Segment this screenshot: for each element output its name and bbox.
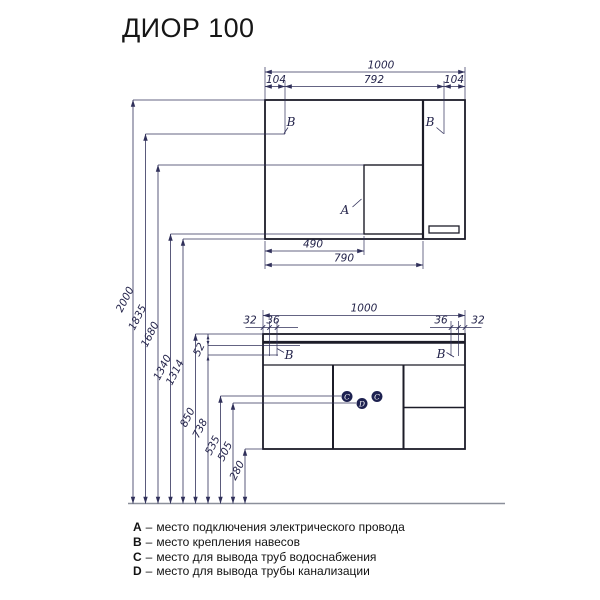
vanity-edge-right-dim: 32 [471, 315, 485, 327]
mirror-width-dim: 1000 [368, 60, 395, 72]
vanity-unit-view [262, 321, 466, 450]
legend: A–место подключения электрического прово… [133, 520, 405, 579]
legend-separator: – [145, 549, 153, 564]
legend-item: D–место для вывода трубы канализации [133, 564, 405, 579]
door-handle [428, 225, 460, 234]
mirror-cabinet-view [264, 81, 466, 240]
legend-item-letter: C [133, 549, 142, 564]
height-dim-label: 2000 [114, 285, 137, 315]
vanity-body [262, 333, 466, 450]
legend-item-text: место для вывода труб водоснабжения [156, 549, 377, 564]
electrical-zone-hatch [363, 164, 424, 235]
hinge-marker-left: B [286, 115, 296, 129]
legend-item-letter: B [133, 534, 142, 549]
mirror-cabinet-body [264, 99, 466, 240]
height-dimensions: 2000 1835 1680 1340 1314 850 738 535 505… [114, 99, 364, 504]
legend-item: B–место крепления навесов [133, 535, 405, 550]
mirror-cabinet-dimensions: 1000 104 792 104 490 790 B B A [264, 60, 466, 269]
water-supply-marker-left [341, 391, 353, 402]
vanity-hinge-left-dim: 36 [266, 315, 280, 327]
hinge-marker-right: B [425, 115, 435, 129]
legend-item-text: место для вывода трубы канализации [156, 564, 370, 579]
vanity-hinge-right-dim: 36 [434, 315, 448, 327]
water-supply-letter-right: C [374, 392, 380, 401]
water-supply-marker-right [371, 391, 383, 402]
vanity-hinge-marks [269, 321, 459, 356]
vanity-dimensions: 1000 32 36 36 32 B B C [243, 303, 485, 409]
dim-arrow [206, 341, 210, 346]
legend-separator: – [145, 564, 153, 579]
vanity-width-dim: 1000 [351, 303, 378, 315]
legend-item-text: место подключения электрического провода [156, 520, 405, 534]
vanity-dim-ticks [260, 324, 468, 331]
electrical-marker: A [340, 203, 350, 217]
mirror-hinge-offset-left-dim: 104 [266, 74, 286, 86]
height-dim-label: 1835 [126, 303, 149, 333]
legend-item-letter: A [133, 520, 142, 534]
hatch-right-dim: 790 [334, 253, 354, 265]
drain-marker [356, 398, 368, 409]
mirror-hinge-span-dim: 792 [364, 74, 384, 86]
legend-separator: – [145, 534, 153, 549]
hatch-left-dim: 490 [303, 239, 323, 251]
rail-height-dim-label: 52 [191, 341, 208, 359]
height-dim-label: 280 [227, 459, 247, 483]
legend-item-letter: D [133, 564, 142, 579]
vanity-hinge-marker-right: B [436, 347, 446, 361]
legend-item: A–место подключения электрического прово… [133, 520, 405, 535]
height-dim-label: 1680 [139, 320, 162, 350]
legend-separator: – [145, 520, 153, 534]
vanity-edge-left-dim: 32 [243, 315, 257, 327]
height-dim-label: 738 [190, 417, 210, 441]
drain-letter: D [358, 399, 365, 408]
legend-item-text: место крепления навесов [156, 534, 300, 549]
page-title: ДИОР 100 [122, 13, 255, 43]
vanity-hinge-marker-left: B [284, 348, 294, 362]
legend-item: C–место для вывода труб водоснабжения [133, 550, 405, 565]
dim-arrow [206, 355, 210, 361]
mirror-hinge-offset-right-dim: 104 [444, 74, 464, 86]
dim-arrow [206, 334, 210, 340]
water-supply-letter-left: C [344, 392, 350, 401]
